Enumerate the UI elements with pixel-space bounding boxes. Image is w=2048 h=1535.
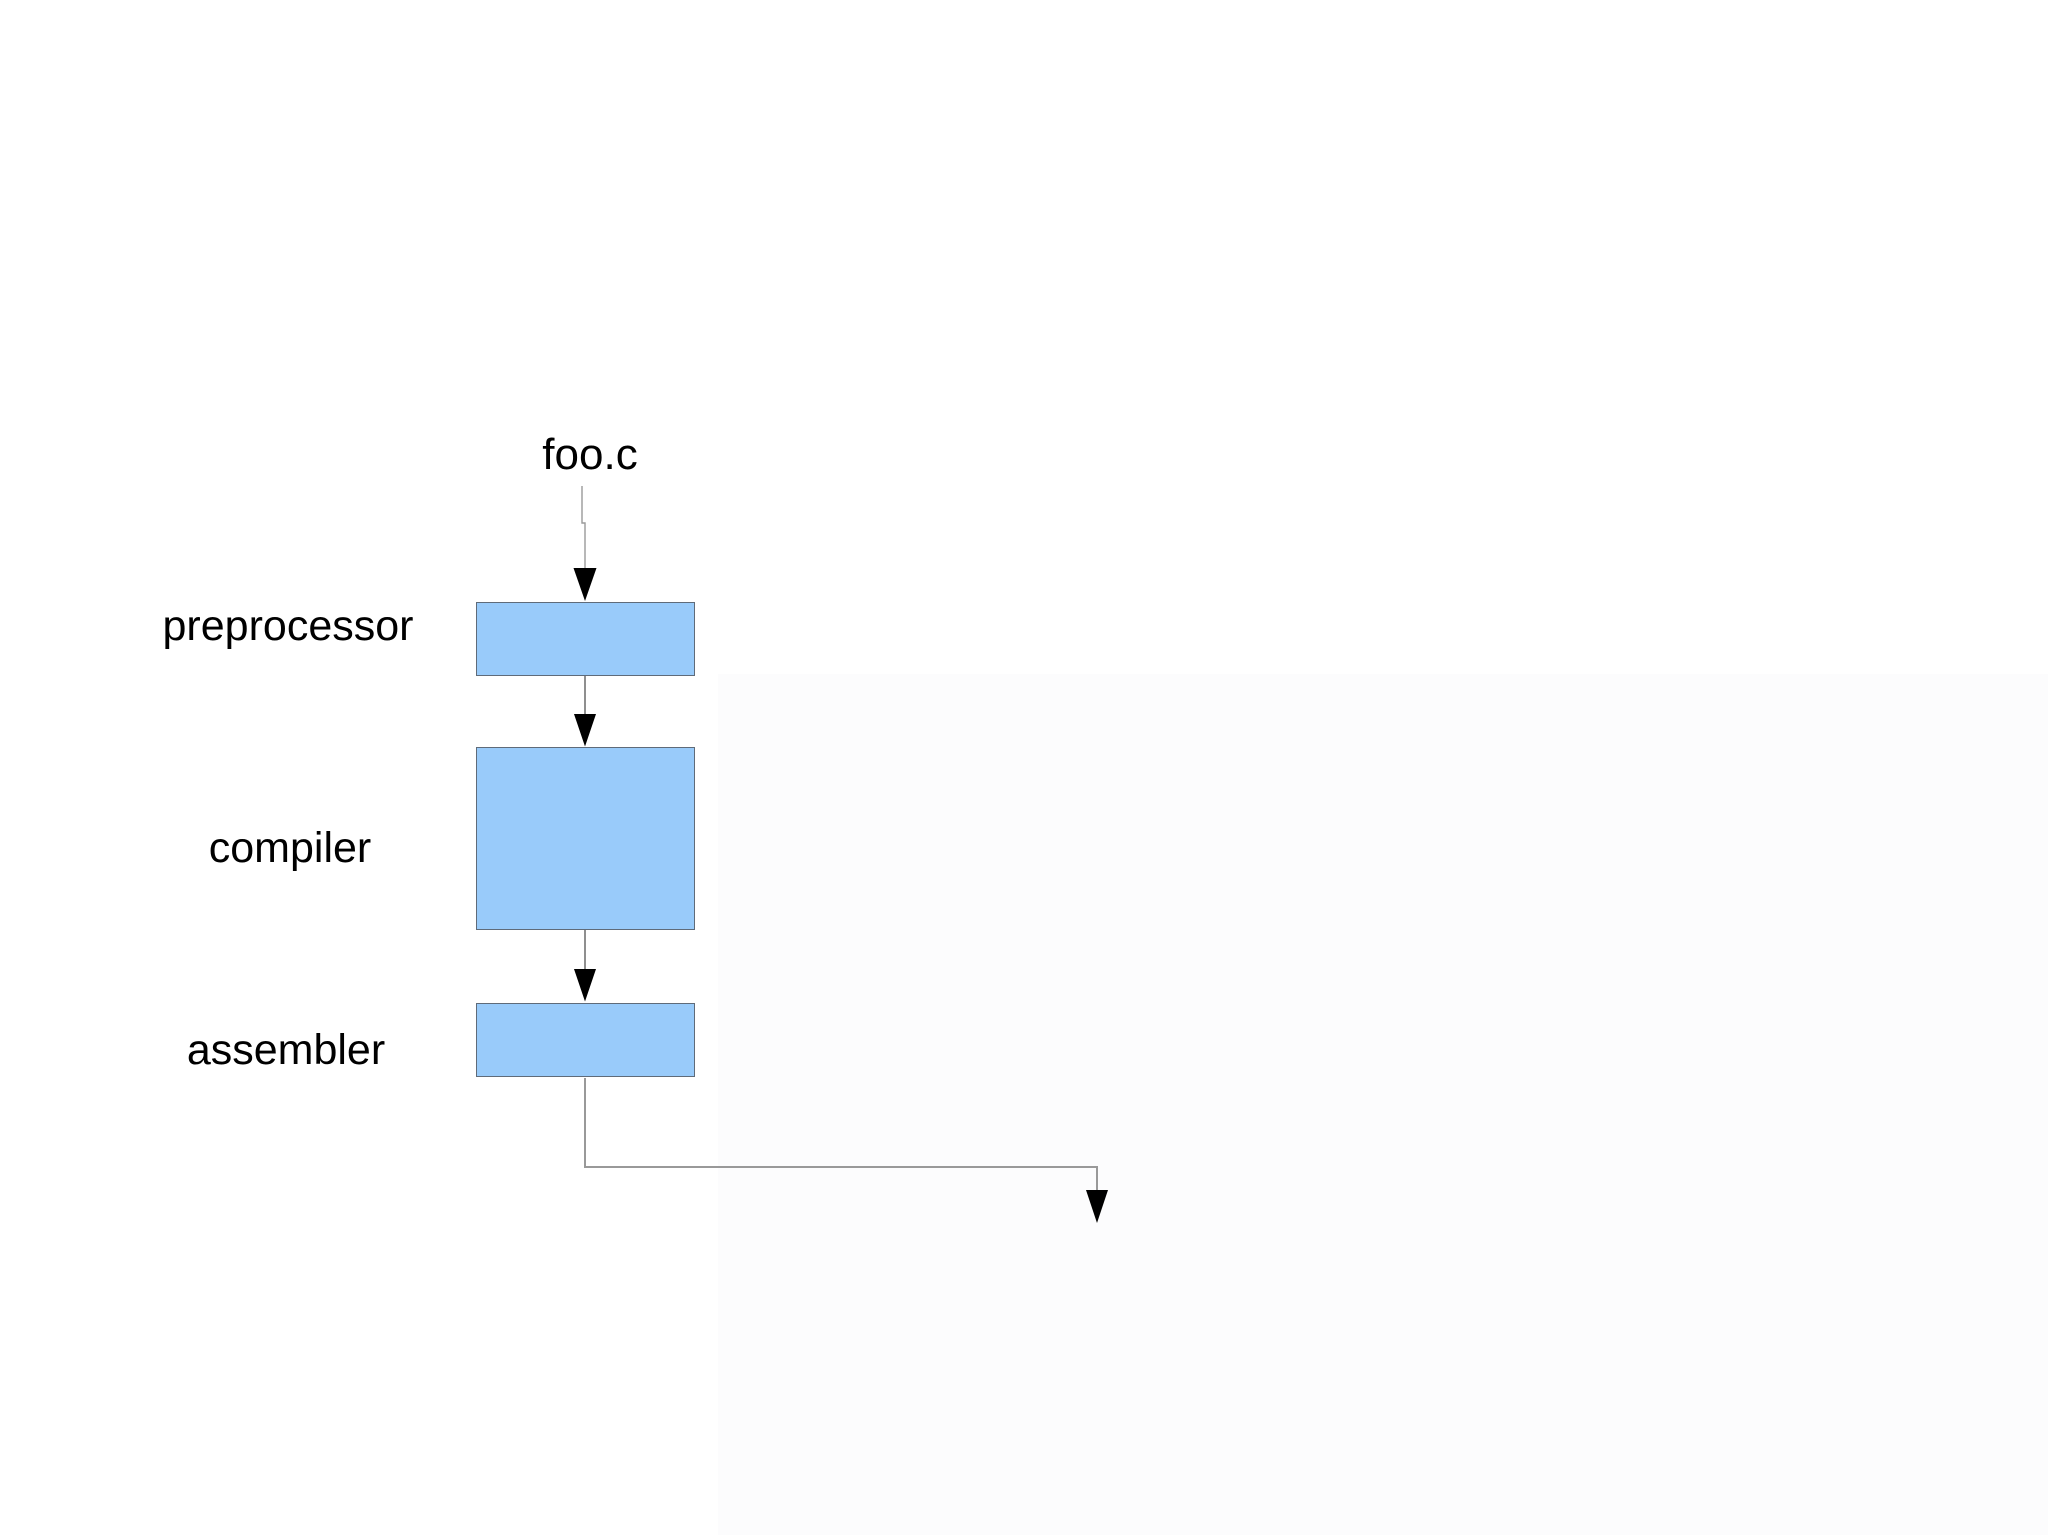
- stage-box-compiler: [476, 747, 695, 930]
- faint-panel-region: [718, 674, 2048, 1535]
- arrowhead-down-icon: [573, 568, 597, 601]
- stage-label-preprocessor: preprocessor: [162, 602, 414, 650]
- source-file-label: foo.c: [542, 430, 638, 479]
- stage-label-assembler: assembler: [186, 1026, 386, 1074]
- stage-label-compiler: compiler: [208, 824, 372, 872]
- arrowhead-down-icon: [574, 969, 596, 1002]
- stage-box-preprocessor: [476, 602, 695, 676]
- arrowhead-down-icon: [574, 714, 596, 747]
- stage-box-assembler: [476, 1003, 695, 1077]
- connector-source-to-preprocessor: [581, 486, 586, 572]
